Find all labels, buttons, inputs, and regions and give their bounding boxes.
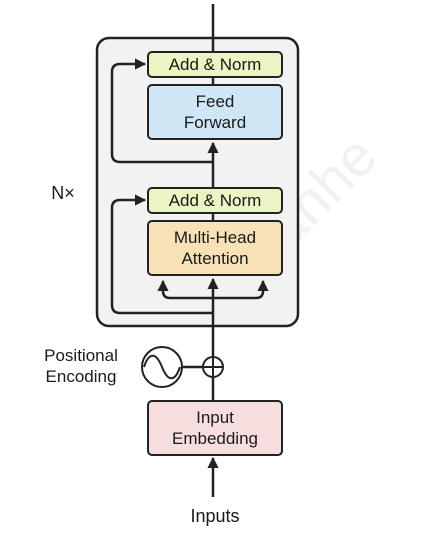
add-norm-top-label: Add & Norm bbox=[168, 54, 262, 74]
embedding-label-line2: Embedding bbox=[171, 429, 258, 448]
mha-label-line2: Attention bbox=[181, 249, 249, 268]
mha-label-line1: Multi-Head bbox=[173, 227, 257, 247]
encoder-block bbox=[95, 36, 300, 328]
add-norm-bottom-label: Add & Norm bbox=[168, 190, 262, 210]
feed-forward-label-line1: Feed bbox=[195, 91, 235, 111]
positional-encoding-label: Positional Encoding bbox=[22, 340, 140, 392]
residual-arrow-ff bbox=[110, 58, 213, 164]
embedding-label-line1: Input bbox=[196, 407, 234, 427]
feed-forward-box: Feed Forward bbox=[147, 84, 283, 140]
attention-split-right bbox=[213, 279, 269, 300]
inputs-label: Inputs bbox=[190, 505, 240, 526]
attention-split-left bbox=[157, 279, 213, 300]
add-norm-top-box: Add & Norm bbox=[147, 51, 283, 78]
feed-forward-label-line2: Forward bbox=[183, 113, 247, 132]
positional-encoding-line1: Positional bbox=[44, 345, 118, 365]
input-embedding-box: Input Embedding bbox=[147, 400, 283, 456]
add-norm-bottom-box: Add & Norm bbox=[147, 187, 283, 214]
residual-arrow-attention bbox=[110, 194, 213, 315]
repeat-label: N× bbox=[51, 182, 75, 203]
multi-head-attention-box: Multi-Head Attention bbox=[147, 220, 283, 276]
positional-encoding-line2: Encoding bbox=[45, 367, 117, 386]
